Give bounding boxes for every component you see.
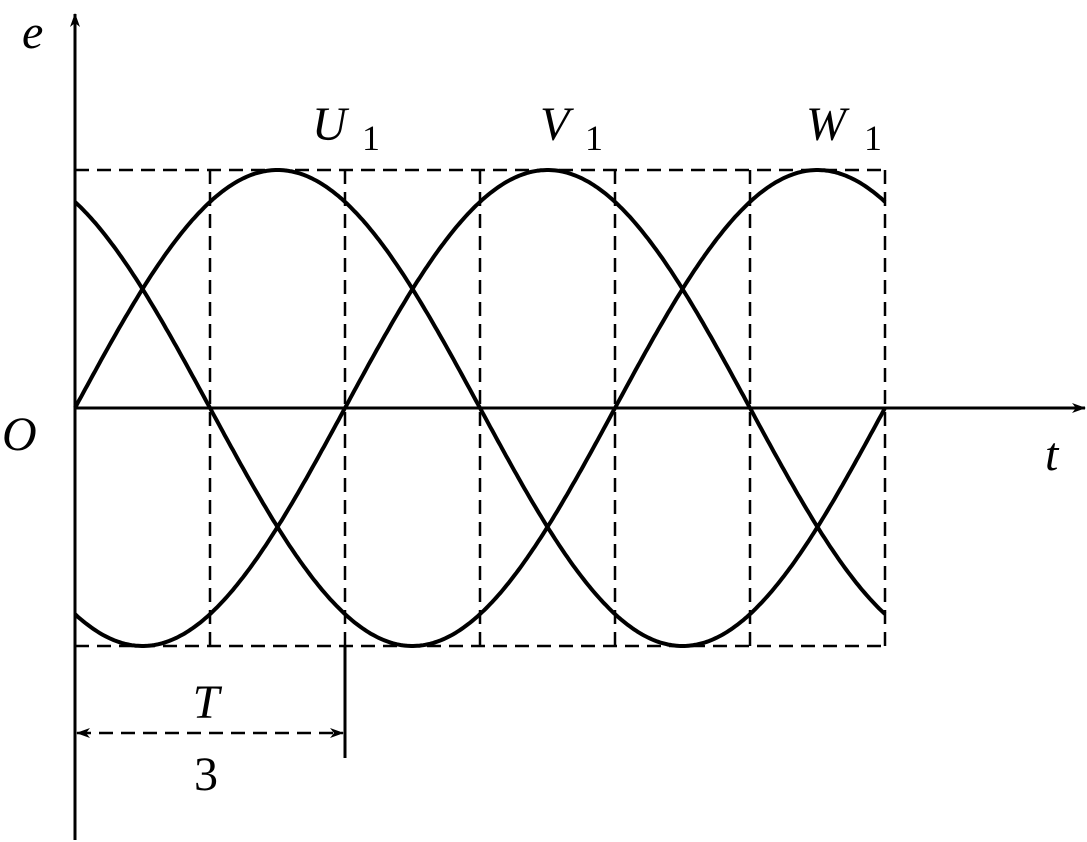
- wave-v-curve: [73, 168, 887, 648]
- wave-label-w1: W 1: [806, 98, 882, 158]
- x-axis-label: t: [1045, 428, 1060, 481]
- dashed-guide-grid: [75, 168, 887, 648]
- wave-label-u: U: [312, 98, 350, 151]
- dimension-numerator: T: [193, 676, 223, 729]
- wave-label-u1: U 1: [312, 98, 380, 158]
- wave-w-curve: [73, 168, 887, 648]
- waveforms: [73, 168, 887, 648]
- wave-label-v: V: [540, 98, 574, 151]
- wave-u-curve: [73, 168, 887, 648]
- wave-subscript-v: 1: [585, 118, 603, 158]
- wave-subscript-w: 1: [864, 118, 882, 158]
- wave-label-v1: V 1: [540, 98, 603, 158]
- dimension-denominator: 3: [194, 748, 218, 801]
- y-axis-label: e: [22, 6, 43, 59]
- wave-label-w: W: [806, 98, 850, 151]
- origin-label: O: [2, 408, 37, 461]
- wave-subscript-u: 1: [362, 118, 380, 158]
